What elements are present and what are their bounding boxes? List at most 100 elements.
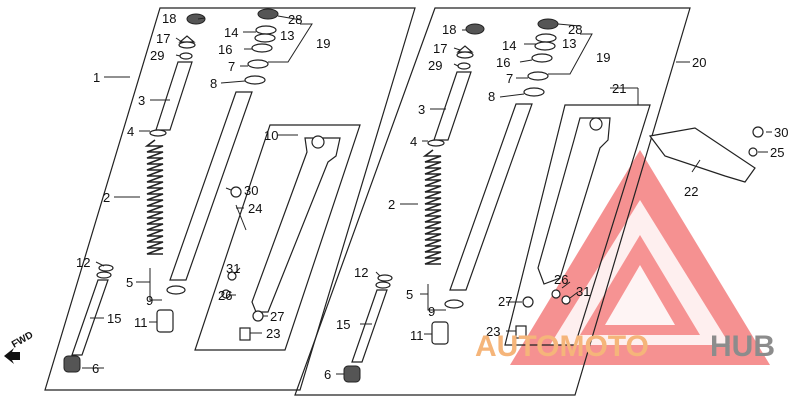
- label-6: 6: [92, 361, 99, 376]
- part-28-top: [257, 8, 279, 20]
- part-17-nut: [178, 35, 196, 43]
- part-6-oil-lock: [63, 355, 81, 373]
- part-27-washer: [252, 310, 264, 322]
- part-9-bushing: [166, 285, 186, 295]
- label-4-right: 4: [410, 134, 417, 149]
- right-fork-tube: [449, 103, 533, 291]
- label-29: 29: [150, 48, 164, 63]
- label-11-right: 11: [410, 328, 424, 343]
- part-4-washer: [149, 129, 167, 137]
- part-2-spring-right: [422, 149, 442, 265]
- leader-lines: [82, 15, 772, 375]
- part-26-bolt: [221, 289, 231, 299]
- part-7-bushing-right: [527, 71, 549, 81]
- label-26-right: 26: [554, 272, 568, 287]
- part-25-bolt: [748, 147, 758, 157]
- label-9: 9: [146, 293, 153, 308]
- part-29-ring-right: [457, 62, 471, 70]
- label-25: 25: [770, 145, 784, 160]
- label-30-right: 30: [774, 125, 788, 140]
- part-23-bolt-right: [515, 325, 527, 339]
- part-29-ring: [179, 52, 193, 60]
- part-10-slider: [251, 137, 341, 313]
- part-18-cap: [186, 13, 206, 25]
- fwd-arrow-icon: [4, 348, 20, 364]
- label-30: 30: [244, 183, 258, 198]
- part-12-ring: [98, 264, 114, 272]
- left-assembly-panel: [44, 7, 416, 391]
- label-17: 17: [156, 31, 170, 46]
- part-2-spring: [144, 139, 164, 255]
- label-20: 20: [692, 55, 706, 70]
- label-22: 22: [684, 184, 698, 199]
- label-4: 4: [127, 124, 134, 139]
- part-26-bolt-right: [551, 289, 561, 299]
- watermark-part1: AUTOMOTO: [475, 330, 649, 363]
- label-16: 16: [218, 42, 232, 57]
- part-3-fork-pipe-right: [433, 71, 472, 141]
- part-12-ring-right: [377, 274, 393, 282]
- part-7-bushing: [247, 59, 269, 69]
- left-lower-leg-panel: [194, 124, 361, 351]
- label-18: 18: [162, 11, 176, 26]
- part-11-collar-right: [431, 321, 449, 345]
- left-fork-tube: [169, 91, 253, 281]
- part-18-cap-right: [465, 23, 485, 35]
- label-12: 12: [76, 255, 90, 270]
- watermark-triangle-icon: [510, 150, 770, 365]
- label-15-right: 15: [336, 317, 350, 332]
- part-8-bushing-right: [523, 87, 545, 97]
- part-30-bolt-right: [752, 126, 764, 138]
- part-17-nut-right: [456, 45, 474, 53]
- part-8-bushing: [244, 75, 266, 85]
- label-5-right: 5: [406, 287, 413, 302]
- part-14-seal: [255, 25, 277, 35]
- label-24: 24: [248, 201, 262, 216]
- label-8: 8: [210, 76, 217, 91]
- part-14-seal-right: [535, 33, 557, 43]
- label-1: 1: [93, 70, 100, 85]
- label-13-right: 13: [562, 36, 576, 51]
- label-19-right: 19: [596, 50, 610, 65]
- part-21-slider: [537, 117, 611, 285]
- label-3: 3: [138, 93, 145, 108]
- right-assembly-panel: [294, 7, 691, 396]
- part-31-washer-right: [561, 295, 571, 305]
- right-lower-leg-panel: [504, 104, 651, 346]
- label-12-right: 12: [354, 265, 368, 280]
- part-30-bolt: [230, 186, 242, 198]
- part-27-washer-right: [522, 296, 534, 308]
- label-14-right: 14: [502, 38, 516, 53]
- part-28-top-right: [537, 18, 559, 30]
- label-11: 11: [134, 315, 148, 330]
- watermark-part2: HUB: [710, 330, 775, 363]
- part-16-clip: [251, 43, 273, 53]
- label-7-right: 7: [506, 71, 513, 86]
- label-31-right: 31: [576, 284, 590, 299]
- label-23: 23: [266, 326, 280, 341]
- label-18-right: 18: [442, 22, 456, 37]
- label-9-right: 9: [428, 304, 435, 319]
- label-14: 14: [224, 25, 238, 40]
- part-6-oil-lock-right: [343, 365, 361, 383]
- label-8-right: 8: [488, 89, 495, 104]
- part-3-fork-pipe: [155, 61, 193, 131]
- label-15: 15: [107, 311, 121, 326]
- label-26: 26: [218, 288, 232, 303]
- part-4-washer-right: [427, 139, 445, 147]
- part-23-bolt: [239, 327, 251, 341]
- label-29-right: 29: [428, 58, 442, 73]
- label-21: 21: [612, 81, 626, 96]
- part-22-bracket: [648, 127, 756, 183]
- label-16-right: 16: [496, 55, 510, 70]
- part-16-clip-right: [531, 53, 553, 63]
- label-23-right: 23: [486, 324, 500, 339]
- part-11-collar: [156, 309, 174, 333]
- label-2: 2: [103, 190, 110, 205]
- label-13: 13: [280, 28, 294, 43]
- label-19: 19: [316, 36, 330, 51]
- label-28: 28: [288, 12, 302, 27]
- label-28-right: 28: [568, 22, 582, 37]
- fwd-indicator: FWD: [4, 330, 35, 364]
- label-17-right: 17: [433, 41, 447, 56]
